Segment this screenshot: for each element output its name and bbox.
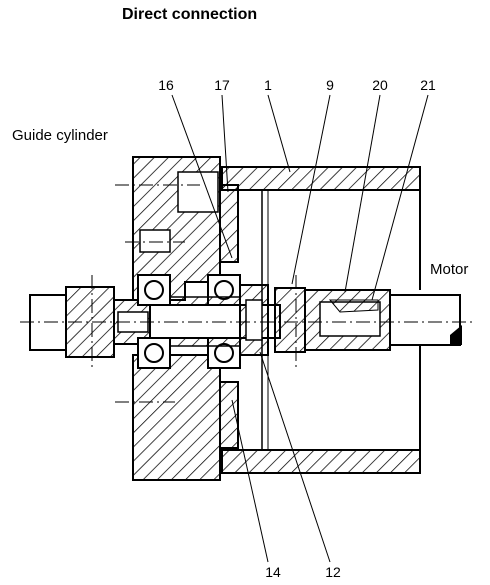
part-number-9: 9	[326, 77, 334, 93]
part-number-14: 14	[265, 564, 281, 580]
right-coupling	[274, 287, 391, 353]
motor-label: Motor	[430, 261, 469, 278]
diagram-title: Direct connection	[122, 6, 258, 23]
guide-cylinder-flange	[132, 156, 221, 481]
part-number-20: 20	[372, 77, 388, 93]
part-number-1: 1	[264, 77, 272, 93]
part-number-17: 17	[214, 77, 230, 93]
guide-cylinder-label: Guide cylinder	[12, 127, 108, 144]
coupling-spider	[239, 284, 269, 356]
leader-lines	[171, 94, 429, 563]
part-number-12: 12	[325, 564, 341, 580]
part-number-21: 21	[420, 77, 436, 93]
retainer-plates	[219, 184, 239, 449]
housing	[221, 166, 421, 474]
center-lines	[20, 184, 475, 403]
part-number-16: 16	[158, 77, 174, 93]
motor-shaft	[389, 294, 462, 346]
